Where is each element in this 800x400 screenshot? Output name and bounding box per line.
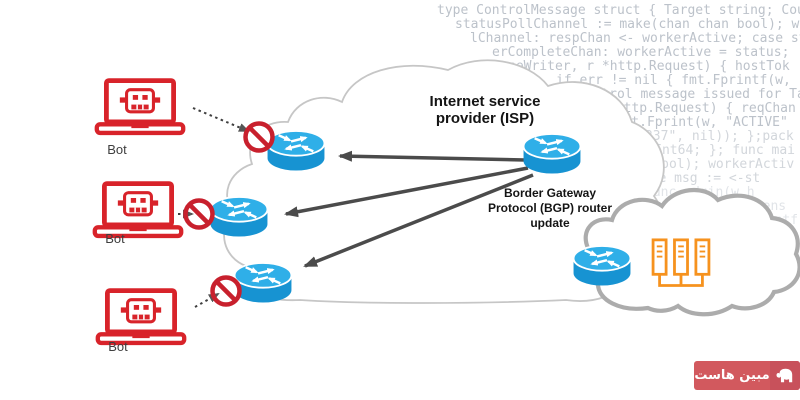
bot-label: Bot (105, 231, 125, 246)
code-line: erCompleteChan: workerActive = status; (492, 45, 790, 60)
bgp-router-icon (524, 134, 581, 174)
bgp-update-arrow-middle (284, 166, 529, 218)
edge-router-icon-bottom (235, 263, 292, 303)
bot-label: Bot (108, 339, 128, 354)
bot-laptop-icon (95, 184, 181, 236)
bot-laptop-icon (98, 291, 184, 343)
prohibition-icon (210, 275, 242, 307)
bgp-update-arrow-bottom (303, 173, 534, 268)
attack-dotted-line-bottom (194, 293, 220, 308)
prohibition-icon (243, 121, 275, 153)
bot-label: Bot (107, 142, 127, 157)
prohibition-icon (183, 198, 215, 230)
watermark-badge: مبین هاست (694, 361, 800, 390)
code-line: han bool); workerActiv (622, 157, 795, 172)
isp-cloud-title: Internet service provider (ISP) (429, 93, 541, 127)
code-line: *http.Request) { reqChan (608, 101, 796, 116)
bgp-update-arrow-top (338, 150, 526, 162)
edge-router-icon-middle (211, 197, 268, 237)
code-line: type ControlMessage struct { Target stri… (437, 3, 800, 18)
bgp-update-label: Border Gateway Protocol (BGP) router upd… (488, 186, 613, 230)
code-line: if err != nil { fmt.Fprintf(w, (556, 73, 791, 88)
bot-laptop-icon (97, 81, 183, 133)
attack-dotted-line-top (192, 107, 250, 132)
edge-router-icon-top (268, 131, 325, 171)
watermark-text: مبین هاست (694, 368, 770, 383)
code-line: lChannel: respChan <- workerActive; case… (470, 31, 800, 46)
target-router-icon (574, 246, 631, 286)
elephant-icon (770, 361, 800, 390)
code-line: statusPollChannel := make(chan chan bool… (455, 17, 800, 32)
code-line: seWriter, r *http.Request) { hostTok (508, 59, 790, 74)
